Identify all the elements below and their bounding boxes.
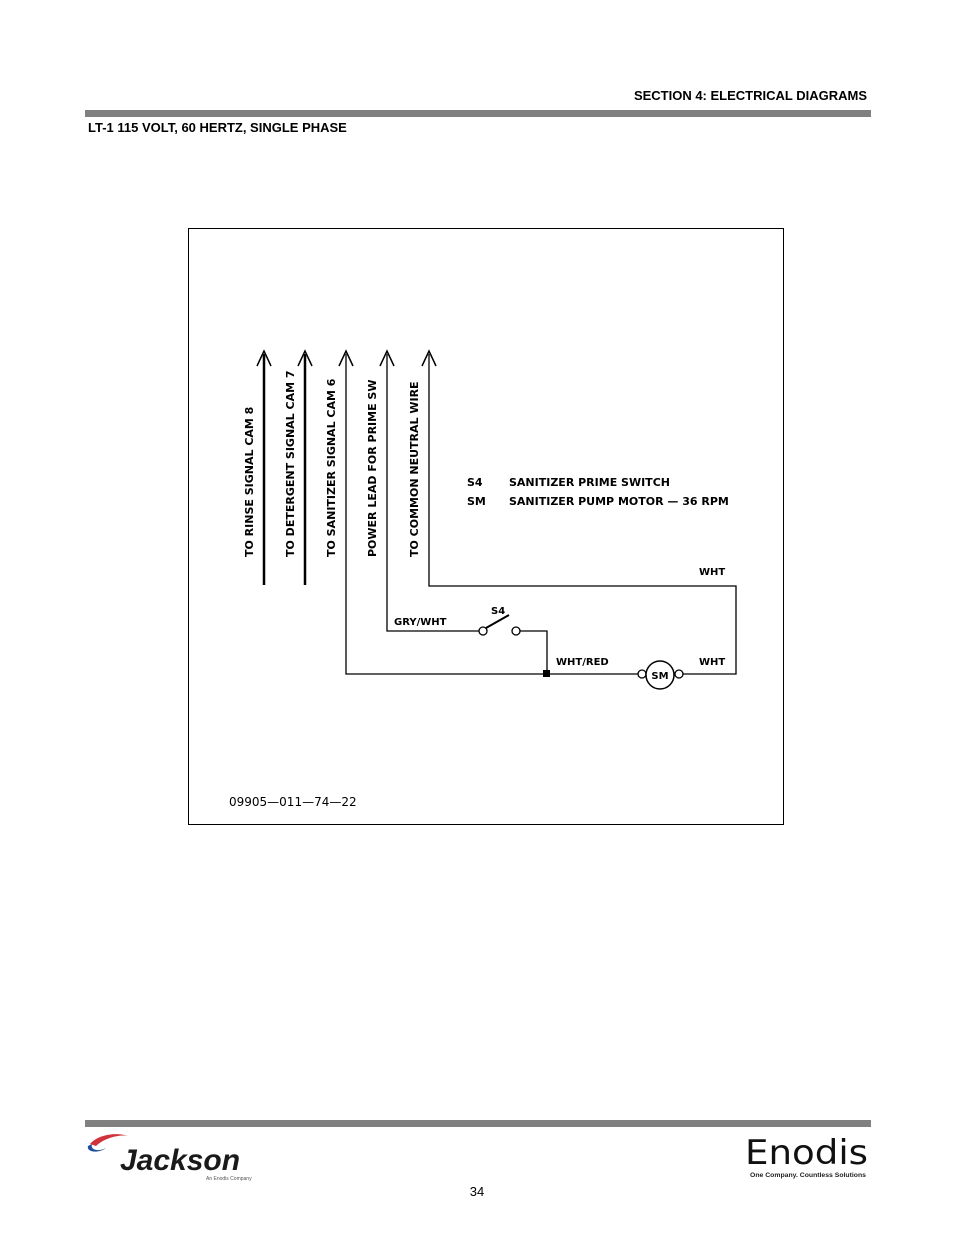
wire-label-motor-out: WHT	[699, 657, 725, 668]
section-title: SECTION 4: ELECTRICAL DIAGRAMS	[633, 88, 867, 103]
jackson-wordmark: Jackson	[120, 1144, 240, 1177]
page-subtitle: LT-1 115 VOLT, 60 HERTZ, SINGLE PHASE	[88, 120, 347, 135]
legend-code-sm: SM	[467, 495, 486, 508]
swoosh-blue-icon	[87, 1144, 106, 1152]
lead-label-detergent: TO DETERGENT SIGNAL CAM 7	[284, 370, 297, 557]
wiring-diagram: TO RINSE SIGNAL CAM 8 TO DETERGENT SIGNA…	[188, 228, 784, 825]
jackson-tagline: An Enodis Company	[206, 1176, 252, 1182]
lead-label-neutral: TO COMMON NEUTRAL WIRE	[408, 381, 421, 557]
footer-rule	[85, 1120, 871, 1127]
drawing-number: 09905—011—74—22	[229, 795, 357, 809]
legend-desc-sm: SANITIZER PUMP MOTOR — 36 RPM	[509, 495, 729, 508]
legend-code-s4: S4	[467, 476, 483, 489]
switch-label-s4: S4	[491, 606, 505, 617]
lead-label-rinse: TO RINSE SIGNAL CAM 8	[243, 407, 256, 557]
legend-desc-s4: SANITIZER PRIME SWITCH	[509, 476, 670, 489]
wire-label-gry-wht: GRY/WHT	[394, 617, 447, 628]
lead-label-sanitizer: TO SANITIZER SIGNAL CAM 6	[325, 378, 338, 557]
lead-label-power: POWER LEAD FOR PRIME SW	[366, 380, 379, 558]
jackson-logo: Jackson An Enodis Company	[86, 1130, 266, 1185]
motor-label-sm: SM	[651, 671, 668, 682]
wire-label-wht-red: WHT/RED	[556, 657, 609, 668]
swoosh-red-icon	[90, 1134, 128, 1146]
wire-label-neutral: WHT	[699, 567, 725, 578]
page-number: 34	[469, 1184, 485, 1199]
header-rule	[85, 110, 871, 117]
enodis-logo: Enodis One Company. Countless Solutions	[745, 1132, 870, 1180]
enodis-wordmark: Enodis	[745, 1133, 868, 1173]
enodis-tagline: One Company. Countless Solutions	[750, 1173, 867, 1179]
